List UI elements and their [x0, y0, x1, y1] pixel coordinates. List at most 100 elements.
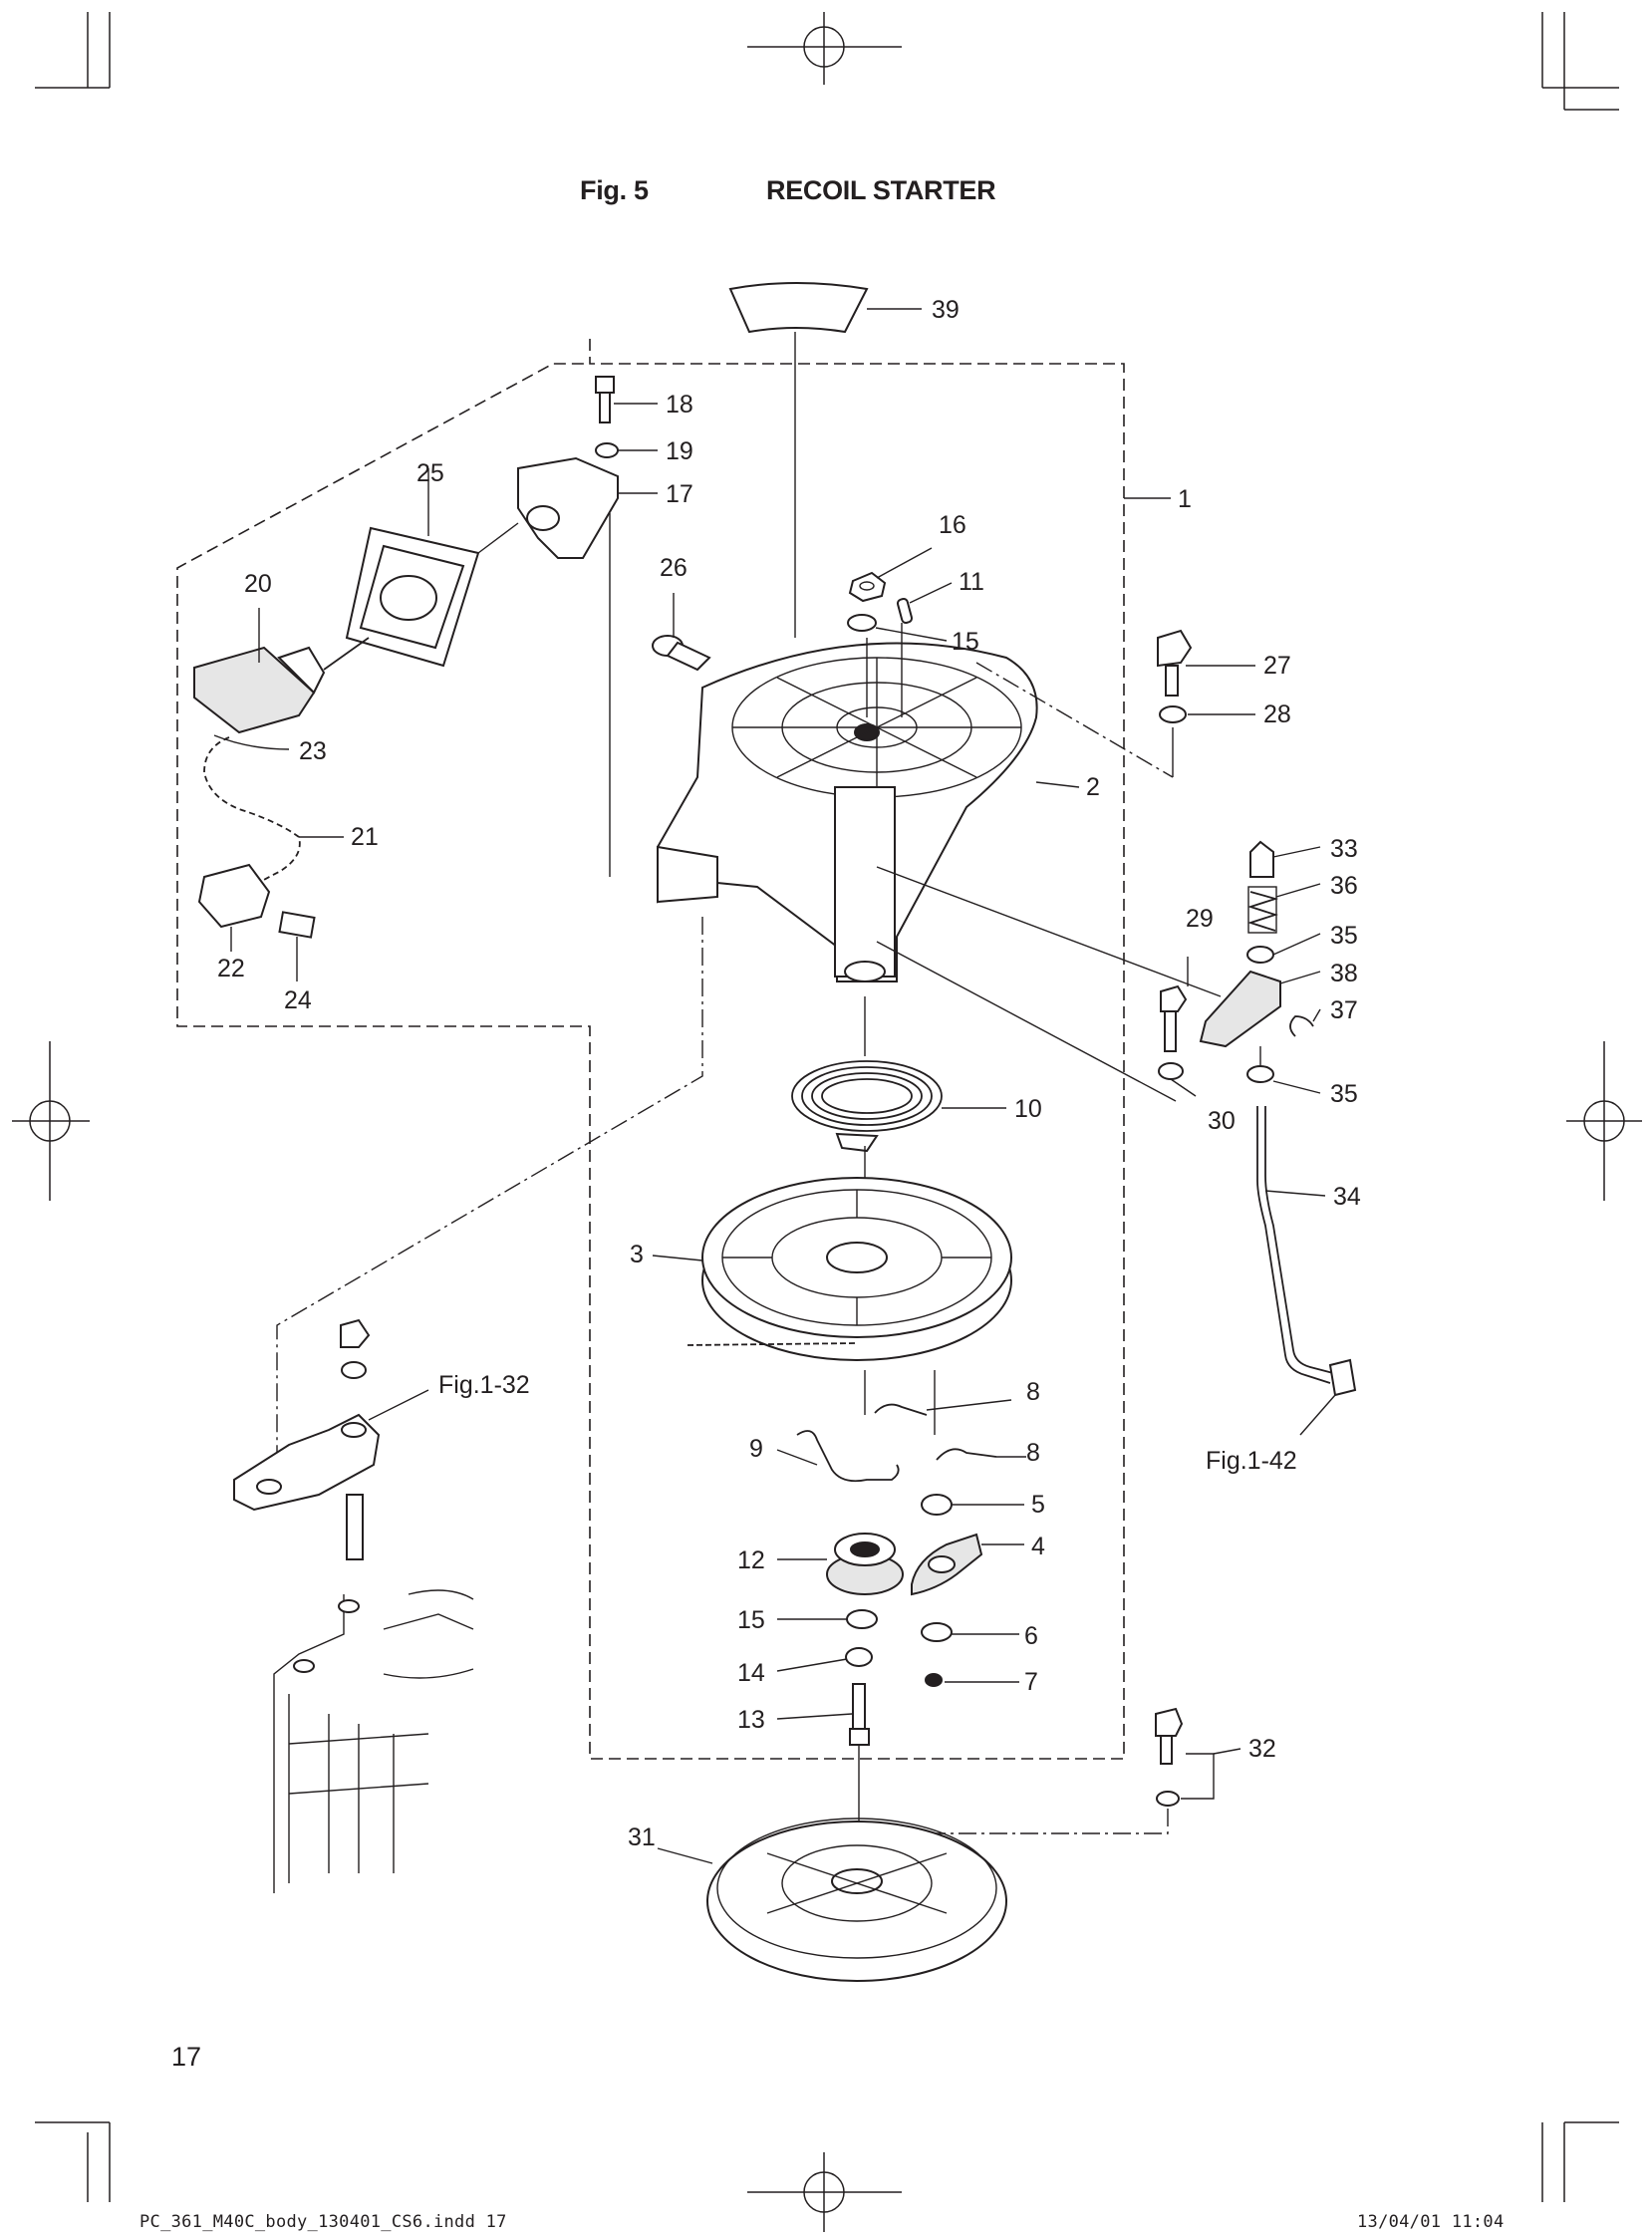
pin-11: [896, 598, 914, 624]
washer-6: [921, 1622, 953, 1642]
callout-fig1-32: Fig.1-32: [438, 1371, 530, 1399]
registration-mark-left: [12, 1041, 90, 1201]
return-spring-9: [796, 1430, 900, 1483]
callout-34: 34: [1333, 1183, 1361, 1211]
callout-35-upper: 35: [1330, 922, 1358, 950]
callout-38: 38: [1330, 960, 1358, 987]
handle-bracket-17: [517, 456, 619, 559]
bolt-18: [595, 376, 615, 423]
rope-segment-3: [687, 1342, 858, 1346]
starter-handle-20: [193, 637, 370, 734]
callout-10: 10: [1014, 1095, 1042, 1123]
bracket-ref-fig1-32: [233, 1318, 381, 1560]
shift-rod-34: [1256, 1106, 1331, 1384]
guide-pin-26: [652, 635, 711, 672]
spring-36: [1247, 886, 1279, 934]
callout-31: 31: [628, 1823, 656, 1851]
washer-35-upper: [1246, 946, 1274, 964]
callout-39: 39: [932, 296, 960, 324]
washer-15-lower: [846, 1609, 878, 1629]
callout-24: 24: [284, 986, 312, 1014]
callout-fig1-42: Fig.1-42: [1206, 1447, 1297, 1475]
print-timestamp: 13/04/01 11:04: [1357, 2212, 1505, 2232]
recoil-case-2: [657, 642, 1038, 982]
washer-30: [1158, 1062, 1184, 1080]
callout-30: 30: [1208, 1107, 1236, 1135]
callout-7: 7: [1024, 1668, 1038, 1696]
collar-5: [921, 1494, 953, 1516]
callout-14: 14: [737, 1659, 765, 1687]
crankcase-outline: [273, 1589, 474, 1893]
grommet-25: [345, 526, 480, 668]
callout-3: 3: [630, 1241, 644, 1268]
rope-stopper-22: [197, 863, 271, 929]
callout-32: 32: [1248, 1735, 1276, 1763]
callout-2: 2: [1086, 773, 1100, 801]
bolt-32: [1155, 1707, 1184, 1807]
callout-29: 29: [1186, 905, 1214, 933]
callout-19: 19: [666, 437, 693, 465]
nut-16: [848, 571, 887, 603]
recoil-spring-10: [791, 1060, 943, 1153]
figure-title: RECOIL STARTER: [766, 175, 996, 205]
washer-15-upper: [847, 614, 877, 632]
callout-23: 23: [299, 737, 327, 765]
callout-9: 9: [749, 1435, 763, 1463]
callout-20: 20: [244, 570, 272, 598]
rope-plate-24: [278, 911, 316, 939]
center-bolt-13: [849, 1683, 870, 1746]
page-number: 17: [171, 2042, 202, 2072]
bolt-29: [1160, 984, 1188, 1052]
washer-19: [595, 442, 619, 458]
callout-5: 5: [1031, 1491, 1045, 1519]
starter-cover-31: [706, 1818, 1007, 1982]
washer-14: [845, 1647, 873, 1667]
washer-28: [1159, 705, 1187, 723]
assembly-boundary-dashed: [176, 339, 1125, 1760]
callout-27: 27: [1263, 652, 1291, 680]
registration-mark-right: [1566, 1041, 1642, 1201]
figure-number: Fig. 5: [580, 175, 649, 205]
callout-16: 16: [939, 511, 966, 539]
callout-12: 12: [737, 1546, 765, 1574]
callout-15-lower: 15: [737, 1606, 765, 1634]
callout-36: 36: [1330, 872, 1358, 900]
callout-37: 37: [1330, 996, 1358, 1024]
callout-35-lower: 35: [1330, 1080, 1358, 1108]
file-slug: PC_361_M40C_body_130401_CS6.indd 17: [139, 2212, 507, 2232]
callout-13: 13: [737, 1706, 765, 1734]
callout-25: 25: [416, 459, 444, 487]
e-clip-37: [1289, 1015, 1314, 1037]
callout-8-upper: 8: [1026, 1378, 1040, 1406]
bolt-27: [1157, 629, 1193, 697]
reel-3: [701, 1177, 1012, 1361]
callout-33: 33: [1330, 835, 1358, 863]
callout-22: 22: [217, 955, 245, 982]
label-plate-39: [728, 282, 869, 334]
callout-17: 17: [666, 480, 693, 508]
cam-drum-12: [826, 1533, 904, 1595]
callout-6: 6: [1024, 1622, 1038, 1650]
registration-mark-top: [747, 12, 902, 85]
washer-35-lower: [1246, 1065, 1274, 1083]
callout-11: 11: [959, 568, 984, 596]
callout-1: 1: [1178, 485, 1192, 513]
nut-7: [925, 1673, 943, 1687]
crop-marks: [35, 12, 1619, 2202]
callout-15-upper: 15: [952, 628, 979, 656]
pawl-spring-8-upper: [874, 1403, 928, 1416]
registration-mark-bottom: [747, 2152, 902, 2232]
starter-rope-21: [203, 736, 301, 893]
cap-nut-33: [1249, 840, 1274, 878]
pawl-spring-8-lower: [936, 1448, 997, 1461]
callout-18: 18: [666, 391, 693, 419]
callout-26: 26: [660, 554, 688, 582]
callout-4: 4: [1031, 1533, 1045, 1560]
callout-28: 28: [1263, 700, 1291, 728]
callout-21: 21: [351, 823, 379, 851]
rod-bracket-fig1-42: [1328, 1358, 1357, 1397]
lock-lever-38: [1199, 970, 1281, 1048]
callout-8-lower: 8: [1026, 1439, 1040, 1467]
